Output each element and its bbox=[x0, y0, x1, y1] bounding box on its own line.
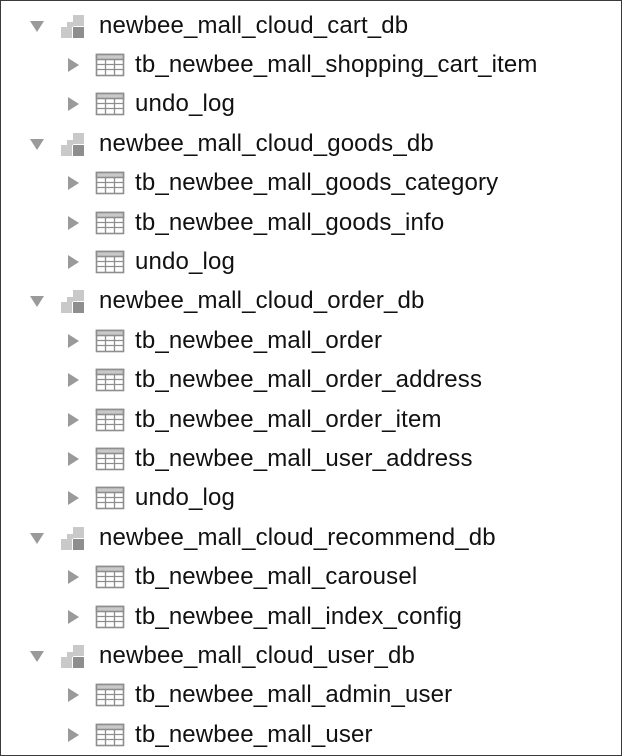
expand-toggle-icon[interactable] bbox=[63, 567, 83, 587]
table-node[interactable]: tb_newbee_mall_user_address bbox=[1, 439, 621, 478]
table-name: tb_newbee_mall_order bbox=[135, 326, 383, 354]
table-name: tb_newbee_mall_user_address bbox=[135, 444, 473, 472]
table-grid-icon bbox=[95, 683, 125, 707]
expand-toggle-icon[interactable] bbox=[63, 94, 83, 114]
table-name: tb_newbee_mall_user bbox=[135, 720, 373, 748]
database-name: newbee_mall_cloud_recommend_db bbox=[99, 523, 496, 551]
table-node[interactable]: tb_newbee_mall_order_item bbox=[1, 400, 621, 439]
expand-toggle-icon[interactable] bbox=[27, 528, 47, 548]
table-node[interactable]: tb_newbee_mall_shopping_cart_item bbox=[1, 45, 621, 84]
table-name: undo_log bbox=[135, 90, 235, 118]
expand-toggle-icon[interactable] bbox=[63, 213, 83, 233]
table-node[interactable]: tb_newbee_mall_goods_info bbox=[1, 203, 621, 242]
expand-toggle-icon[interactable] bbox=[63, 173, 83, 193]
table-grid-icon bbox=[95, 723, 125, 747]
expand-toggle-icon[interactable] bbox=[27, 646, 47, 666]
table-grid-icon bbox=[95, 368, 125, 392]
database-node[interactable]: newbee_mall_cloud_recommend_db bbox=[1, 518, 621, 557]
database-name: newbee_mall_cloud_cart_db bbox=[99, 11, 409, 39]
expand-toggle-icon[interactable] bbox=[27, 291, 47, 311]
table-grid-icon bbox=[95, 486, 125, 510]
expand-toggle-icon[interactable] bbox=[63, 370, 83, 390]
expand-toggle-icon[interactable] bbox=[63, 725, 83, 745]
table-node[interactable]: tb_newbee_mall_goods_category bbox=[1, 164, 621, 203]
expand-toggle-icon[interactable] bbox=[63, 488, 83, 508]
database-name: newbee_mall_cloud_order_db bbox=[99, 287, 425, 315]
table-name: tb_newbee_mall_carousel bbox=[135, 563, 418, 591]
table-grid-icon bbox=[95, 211, 125, 235]
table-grid-icon bbox=[95, 565, 125, 589]
expand-toggle-icon[interactable] bbox=[63, 685, 83, 705]
table-node[interactable]: undo_log bbox=[1, 85, 621, 124]
expand-toggle-icon[interactable] bbox=[63, 331, 83, 351]
table-name: tb_newbee_mall_order_item bbox=[135, 405, 442, 433]
table-name: tb_newbee_mall_index_config bbox=[135, 602, 462, 630]
table-grid-icon bbox=[95, 250, 125, 274]
table-node[interactable]: tb_newbee_mall_order_address bbox=[1, 361, 621, 400]
expand-toggle-icon[interactable] bbox=[27, 16, 47, 36]
table-name: undo_log bbox=[135, 248, 235, 276]
database-schema-icon bbox=[60, 525, 86, 551]
table-node[interactable]: tb_newbee_mall_order bbox=[1, 321, 621, 360]
database-tree: newbee_mall_cloud_cart_db tb_newbee_mall_… bbox=[1, 6, 621, 754]
database-name: newbee_mall_cloud_user_db bbox=[99, 641, 415, 669]
table-name: tb_newbee_mall_goods_info bbox=[135, 208, 445, 236]
table-grid-icon bbox=[95, 53, 125, 77]
database-schema-icon bbox=[60, 13, 86, 39]
table-node[interactable]: tb_newbee_mall_carousel bbox=[1, 557, 621, 596]
table-grid-icon bbox=[95, 447, 125, 471]
expand-toggle-icon[interactable] bbox=[63, 252, 83, 272]
expand-toggle-icon[interactable] bbox=[63, 55, 83, 75]
database-schema-icon bbox=[60, 643, 86, 669]
expand-toggle-icon[interactable] bbox=[27, 134, 47, 154]
table-name: tb_newbee_mall_goods_category bbox=[135, 169, 499, 197]
table-node[interactable]: undo_log bbox=[1, 242, 621, 281]
table-grid-icon bbox=[95, 92, 125, 116]
database-schema-icon bbox=[60, 288, 86, 314]
table-name: tb_newbee_mall_admin_user bbox=[135, 681, 453, 709]
table-node[interactable]: tb_newbee_mall_index_config bbox=[1, 597, 621, 636]
database-node[interactable]: newbee_mall_cloud_user_db bbox=[1, 636, 621, 675]
table-name: tb_newbee_mall_shopping_cart_item bbox=[135, 51, 538, 79]
database-node[interactable]: newbee_mall_cloud_cart_db bbox=[1, 6, 621, 45]
table-node[interactable]: tb_newbee_mall_user bbox=[1, 715, 621, 754]
expand-toggle-icon[interactable] bbox=[63, 410, 83, 430]
expand-toggle-icon[interactable] bbox=[63, 449, 83, 469]
table-grid-icon bbox=[95, 329, 125, 353]
table-node[interactable]: undo_log bbox=[1, 479, 621, 518]
expand-toggle-icon[interactable] bbox=[63, 607, 83, 627]
table-grid-icon bbox=[95, 171, 125, 195]
database-node[interactable]: newbee_mall_cloud_goods_db bbox=[1, 124, 621, 163]
database-name: newbee_mall_cloud_goods_db bbox=[99, 129, 434, 157]
table-name: tb_newbee_mall_order_address bbox=[135, 366, 483, 394]
table-grid-icon bbox=[95, 408, 125, 432]
table-name: undo_log bbox=[135, 484, 235, 512]
table-grid-icon bbox=[95, 605, 125, 629]
table-node[interactable]: tb_newbee_mall_admin_user bbox=[1, 676, 621, 715]
database-node[interactable]: newbee_mall_cloud_order_db bbox=[1, 282, 621, 321]
database-schema-icon bbox=[60, 131, 86, 157]
